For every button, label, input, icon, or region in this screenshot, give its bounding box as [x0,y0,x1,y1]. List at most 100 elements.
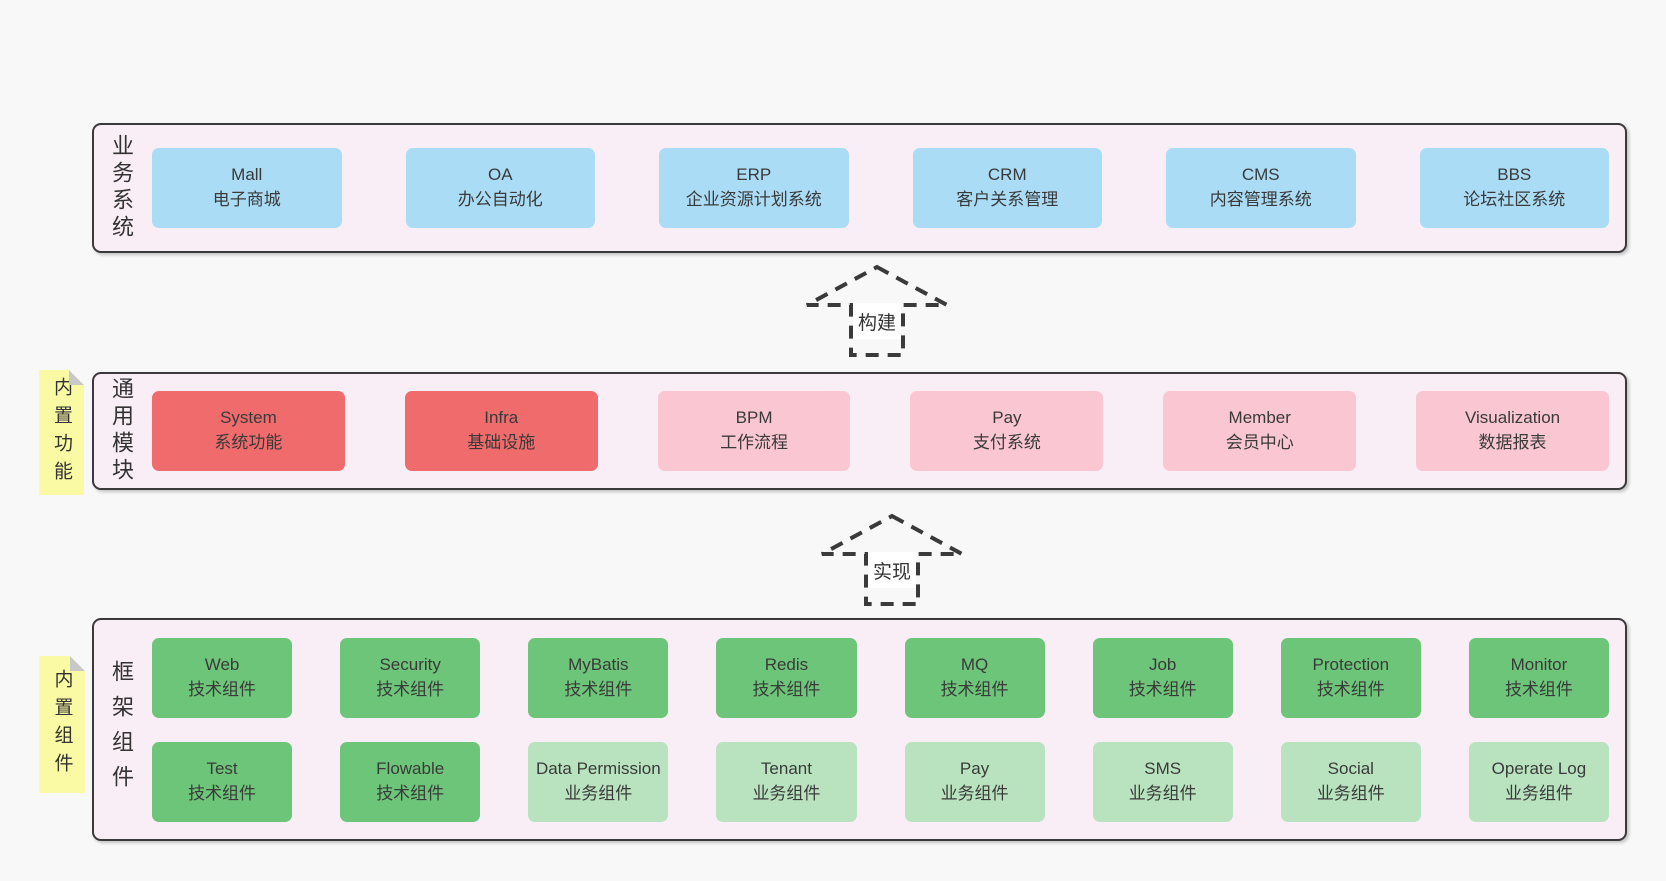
box-system: System 系统功能 [152,391,345,471]
box-pay: Pay 业务组件 [904,741,1045,822]
box-protection: Protection 技术组件 [1280,637,1421,718]
box-title: Test [206,758,238,778]
business-box-rows: Mall 电子商城 OA 办公自动化 ERP 企业资源计划系统 CRM 客户关系管理 CMS 内容… [152,125,1609,251]
box-bbs: BBS 论坛社区系统 [1419,148,1609,228]
box-subtitle: 论坛社区系统 [1463,190,1566,209]
box-title: Tenant [760,758,812,778]
box-member: Member 会员中心 [1163,391,1357,471]
box-job: Job 技术组件 [1092,637,1233,718]
layer-label-framework: 框架组件 [109,659,134,800]
box-subtitle: 业务组件 [1128,783,1197,803]
box-visualization: Visualization 数据报表 [1416,391,1609,471]
layer-business-systems: 业务系统 Mall 电子商城 OA 办公自动化 ERP 企业资源计划系统 CRM 客户关系管理… [92,123,1627,253]
box-title: MyBatis [568,654,629,674]
box-title: Data Permission [535,758,661,778]
box-title: Job [1148,654,1177,674]
arrow-build: 构建 [803,263,951,359]
box-data-permission: Data Permission 业务组件 [528,741,669,822]
box-subtitle: 业务组件 [940,783,1009,803]
arrow-implement: 实现 [818,512,966,608]
box-subtitle: 技术组件 [1316,679,1385,699]
box-subtitle: 技术组件 [940,679,1009,699]
box-flowable: Flowable 技术组件 [340,741,481,822]
box-title: Security [379,654,441,674]
box-title: System [220,408,277,428]
box-subtitle: 技术组件 [1504,679,1573,699]
box-subtitle: 技术组件 [564,679,633,699]
box-title: Monitor [1510,654,1568,674]
box-subtitle: 办公自动化 [457,190,543,209]
box-subtitle: 电子商城 [212,190,281,209]
box-title: Flowable [376,758,445,778]
box-title: Visualization [1464,408,1561,428]
box-subtitle: 技术组件 [1128,679,1197,699]
box-title: CRM [987,165,1027,185]
box-subtitle: 会员中心 [1225,433,1294,452]
box-subtitle: 业务组件 [1316,783,1385,803]
box-subtitle: 技术组件 [376,679,445,699]
box-bpm: BPM 工作流程 [657,391,851,471]
sticky-tag-text: 内置组件 [51,668,73,781]
folded-corner-icon [69,370,84,385]
box-subtitle: 企业资源计划系统 [685,190,822,209]
box-title: Protection [1312,654,1390,674]
box-subtitle: 业务组件 [1504,783,1573,803]
box-security: Security 技术组件 [340,637,481,718]
box-title: BPM [735,408,773,428]
box-title: MQ [960,654,989,674]
box-subtitle: 数据报表 [1478,433,1547,452]
box-monitor: Monitor 技术组件 [1468,637,1609,718]
arrow-build-label: 构建 [853,303,901,339]
box-title: Mall [231,165,263,185]
box-title: BBS [1497,165,1532,185]
box-title: CMS [1241,165,1280,185]
up-arrow-dashed-icon [821,513,963,606]
box-title: SMS [1144,758,1182,778]
box-cms: CMS 内容管理系统 [1166,148,1356,228]
layer-label-business: 业务系统 [109,134,134,242]
box-title: ERP [736,165,772,185]
box-title: Pay [959,758,990,778]
box-row: Mall 电子商城 OA 办公自动化 ERP 企业资源计划系统 CRM 客户关系管理 CMS 内容… [152,148,1609,228]
box-subtitle: 内容管理系统 [1209,190,1312,209]
box-subtitle: 业务组件 [564,783,633,803]
box-mybatis: MyBatis 技术组件 [528,637,669,718]
sticky-tag-built-in-components: 内置组件 [39,656,85,793]
up-arrow-dashed-icon [806,264,948,357]
box-crm: CRM 客户关系管理 [912,148,1102,228]
box-title: Member [1228,408,1291,428]
box-title: OA [487,165,513,185]
box-subtitle: 客户关系管理 [956,190,1059,209]
box-subtitle: 工作流程 [720,433,789,452]
arrow-implement-label: 实现 [868,552,916,588]
box-subtitle: 系统功能 [214,433,283,452]
box-subtitle: 技术组件 [188,783,257,803]
box-sms: SMS 业务组件 [1092,741,1233,822]
box-subtitle: 支付系统 [972,433,1041,452]
box-subtitle: 基础设施 [467,433,536,452]
box-social: Social 业务组件 [1280,741,1421,822]
sticky-tag-built-in-features: 内置功能 [39,370,84,495]
layer-label-modules: 通用模块 [109,377,134,485]
box-erp: ERP 企业资源计划系统 [659,148,849,228]
box-title: Social [1327,758,1374,778]
box-mq: MQ 技术组件 [904,637,1045,718]
box-subtitle: 技术组件 [752,679,821,699]
box-subtitle: 业务组件 [752,783,821,803]
box-mall: Mall 电子商城 [152,148,342,228]
box-subtitle: 技术组件 [376,783,445,803]
box-tenant: Tenant 业务组件 [716,741,857,822]
